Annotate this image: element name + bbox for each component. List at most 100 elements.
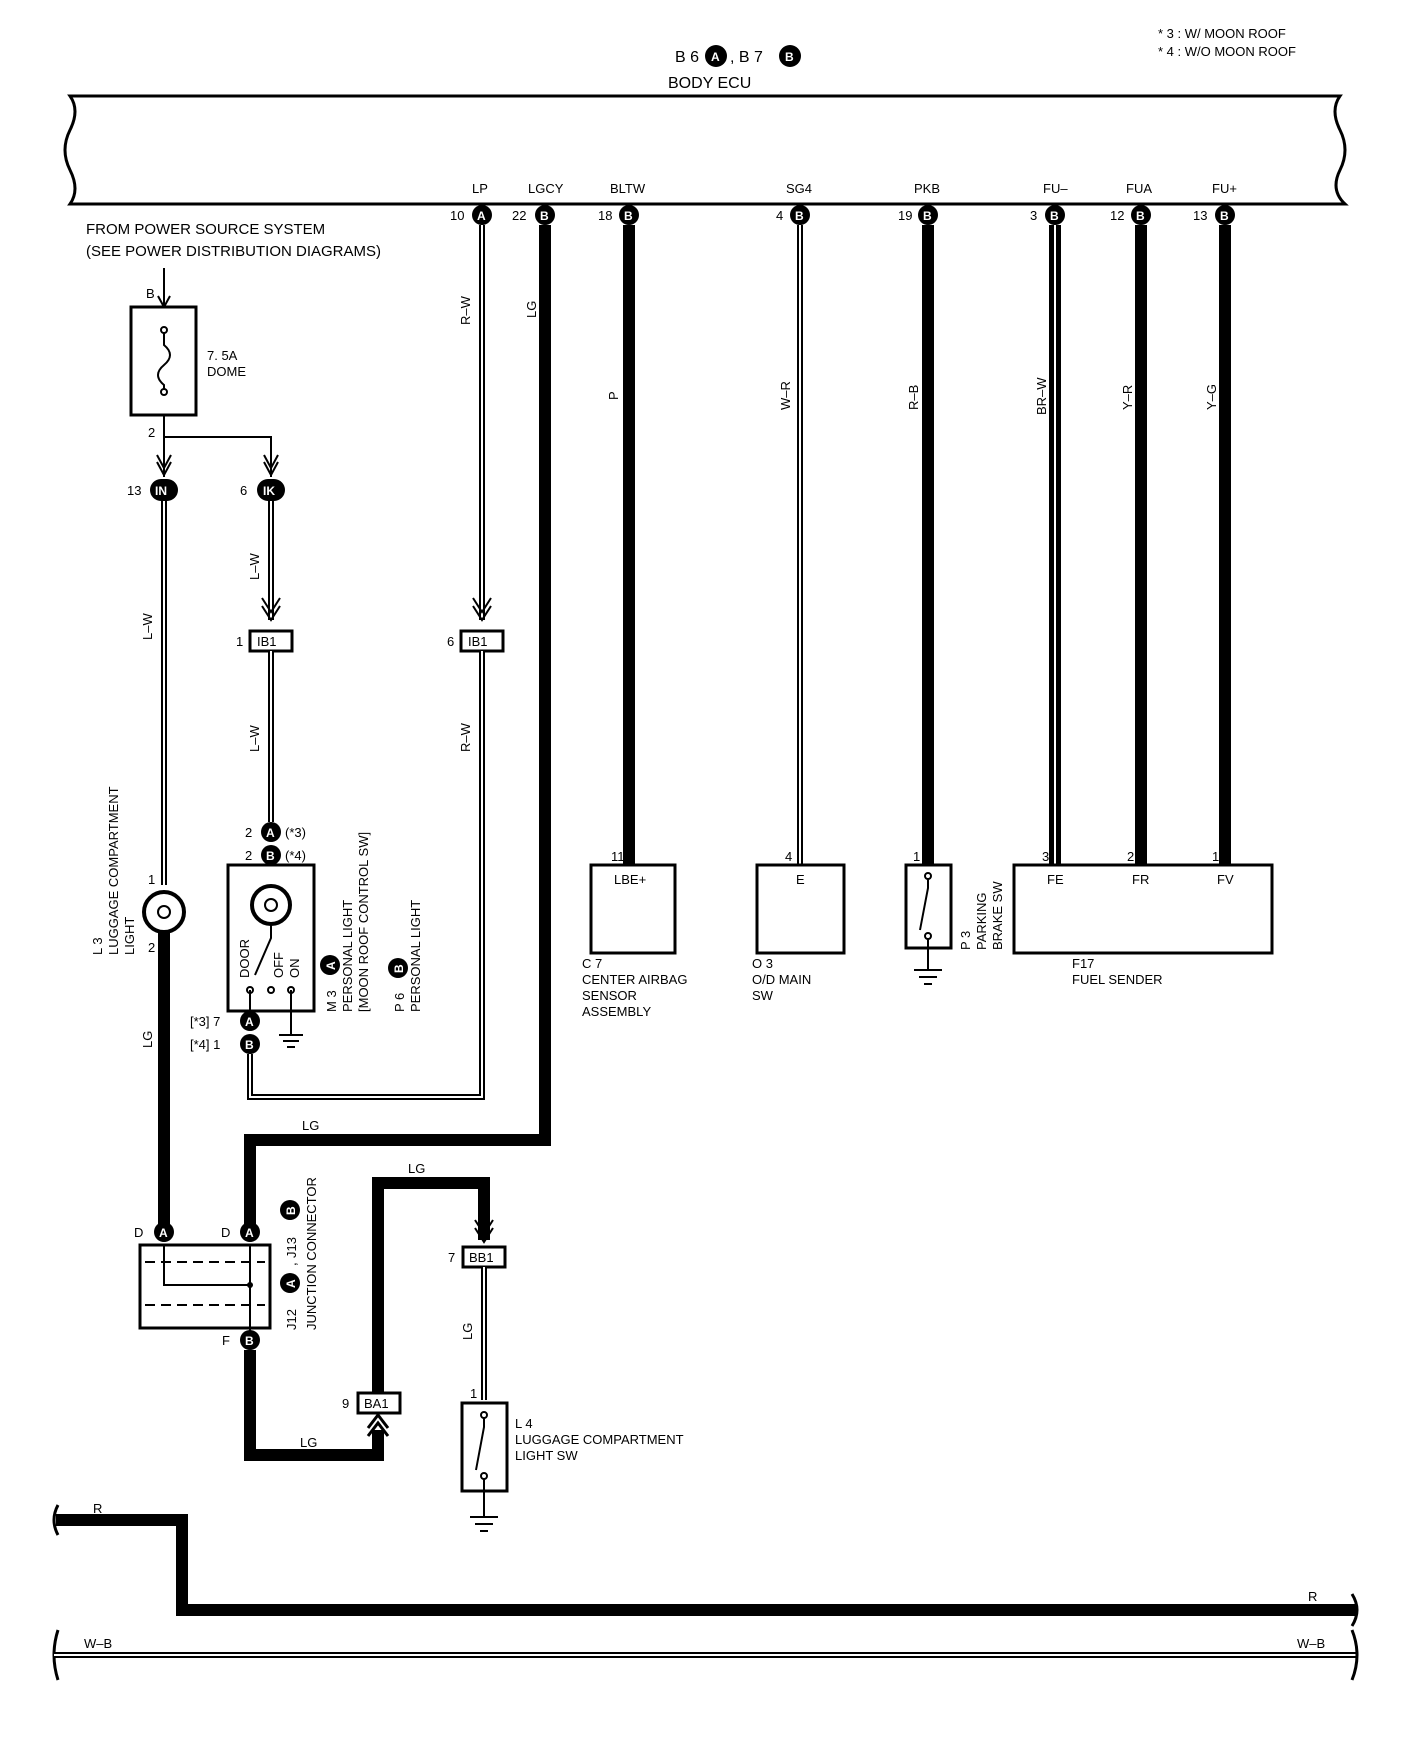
- c7-terminal: LBE+: [614, 872, 646, 887]
- m3-conn1-icon: [320, 955, 340, 975]
- wire-lg-ba1-bb1: [372, 1177, 490, 1393]
- ecu-terminal-bltw: BLTW 18 B: [598, 181, 646, 225]
- wire-label-r-left: R: [93, 1501, 102, 1516]
- svg-text:12: 12: [1110, 208, 1124, 223]
- wire-label-brw: BR–W: [1034, 377, 1049, 415]
- m3-bot-conn-b: B: [245, 1038, 254, 1052]
- wire-label-yg: Y–G: [1204, 384, 1219, 410]
- l4-name2: LIGHT SW: [515, 1448, 578, 1463]
- m3-pin-a: 2: [245, 825, 252, 840]
- c7-name2: SENSOR: [582, 988, 637, 1003]
- ground-icon: [279, 1034, 303, 1048]
- o3-terminal: E: [796, 872, 805, 887]
- ground-icon: [914, 969, 942, 985]
- m3-pin-b: 2: [245, 848, 252, 863]
- junction-sep: ,: [284, 1262, 299, 1266]
- o3-pin: 4: [785, 849, 792, 864]
- arrow-down-icon: [474, 1219, 494, 1244]
- wire-label-rw: R–W: [458, 295, 473, 325]
- wire-label-lg-bottom: LG: [300, 1435, 317, 1450]
- in-connector-label: IN: [155, 484, 167, 498]
- arrow-up-icon: [366, 1412, 390, 1437]
- wire-label-wb-right: W–B: [1297, 1636, 1325, 1651]
- c7-name1: CENTER AIRBAG: [582, 972, 687, 987]
- m3-name2: [MOON ROOF CONTROL SW]: [356, 832, 371, 1012]
- break-mark-icon: [1350, 1593, 1359, 1627]
- wire-label-lg-lgcy: LG: [524, 301, 539, 318]
- wire-label-lg-bb1: LG: [460, 1323, 475, 1340]
- arrow-down-icon: [261, 597, 281, 622]
- bb1-connector-label: BB1: [469, 1250, 494, 1265]
- m3-conn-a: A: [266, 826, 275, 840]
- fuse-amp: 7. 5A: [207, 348, 238, 363]
- arrow-down-icon: [156, 454, 172, 478]
- wire-label-lw-2: L–W: [247, 553, 262, 580]
- ecu-terminal-fu-minus: FU– 3 B: [1030, 181, 1068, 225]
- junction-pin-tl: D: [134, 1225, 143, 1240]
- o3-name2: SW: [752, 988, 774, 1003]
- fuse-name: DOME: [207, 364, 246, 379]
- body-ecu-box: [63, 94, 1349, 206]
- l3-pin-top: 1: [148, 872, 155, 887]
- svg-text:LP: LP: [472, 181, 488, 196]
- m3-bot-note-a: [*3] 7: [190, 1014, 220, 1029]
- ik-connector: [257, 479, 285, 501]
- ecu-terminal-pkb: PKB 19 B: [898, 181, 940, 225]
- l3-code: L 3: [90, 937, 105, 955]
- p6-name: PERSONAL LIGHT: [408, 900, 423, 1012]
- f17-term1: FE: [1047, 872, 1064, 887]
- junction-code2: J13: [284, 1237, 299, 1258]
- junction-bus-icon: [145, 1261, 265, 1306]
- m3-bot-conn-a: A: [245, 1015, 254, 1029]
- l3-name2: LIGHT: [122, 917, 137, 955]
- junction-conn-br: B: [245, 1334, 254, 1348]
- fuse-terminal-icon: [160, 388, 168, 396]
- m3-name1: PERSONAL LIGHT: [340, 900, 355, 1012]
- break-mark-icon: [1350, 1629, 1359, 1681]
- m3-pos-off: OFF: [271, 952, 286, 978]
- p6-conn-icon: [388, 958, 408, 978]
- wire-r-bus: [56, 1514, 1357, 1616]
- p3-name2: BRAKE SW: [990, 881, 1005, 950]
- ib1-pin: 1: [236, 634, 243, 649]
- note-no-moon-roof: * 4 : W/O MOON ROOF: [1158, 44, 1296, 59]
- svg-text:19: 19: [898, 208, 912, 223]
- svg-text:FU+: FU+: [1212, 181, 1237, 196]
- svg-text:A: A: [477, 209, 486, 223]
- m3-conn1: A: [324, 961, 338, 970]
- junction-c2: B: [284, 1206, 298, 1215]
- f17-pin1: 3: [1042, 849, 1049, 864]
- wire-label-lg: LG: [140, 1031, 155, 1048]
- p3-pin: 1: [913, 849, 920, 864]
- svg-text:22: 22: [512, 208, 526, 223]
- wire-lg-junction-ba1: [244, 1350, 384, 1461]
- svg-text:BLTW: BLTW: [610, 181, 646, 196]
- fuse-element-icon: [157, 330, 171, 392]
- in-pin: 13: [127, 483, 141, 498]
- switch-icon: [254, 924, 272, 976]
- ib1-connector-label: IB1: [257, 634, 277, 649]
- l4-code: L 4: [515, 1416, 533, 1431]
- fuse-input-pin: B: [146, 286, 155, 301]
- svg-text:4: 4: [776, 208, 783, 223]
- svg-text:10: 10: [450, 208, 464, 223]
- switch-icon: [475, 1418, 485, 1471]
- wire-label-rb: R–B: [906, 385, 921, 410]
- junction-name: JUNCTION CONNECTOR: [304, 1177, 319, 1330]
- svg-text:18: 18: [598, 208, 612, 223]
- ecu-connector-b7: , B 7: [730, 49, 763, 66]
- svg-text:B: B: [1136, 209, 1145, 223]
- wire-label-rw-2: R–W: [458, 722, 473, 752]
- c7-code: C 7: [582, 956, 602, 971]
- f17-pin2: 2: [1127, 849, 1134, 864]
- ecu-terminal-fua: FUA 12 B: [1110, 181, 1152, 225]
- o3-code: O 3: [752, 956, 773, 971]
- ecu-conn-b-letter: B: [785, 50, 794, 64]
- junction-conn-tr: A: [245, 1226, 254, 1240]
- c7-name3: ASSEMBLY: [582, 1004, 651, 1019]
- switch-icon: [919, 879, 929, 931]
- junction-code1: J12: [284, 1309, 299, 1330]
- ecu-terminal-fu-plus: FU+ 13 B: [1193, 181, 1237, 225]
- svg-text:SG4: SG4: [786, 181, 812, 196]
